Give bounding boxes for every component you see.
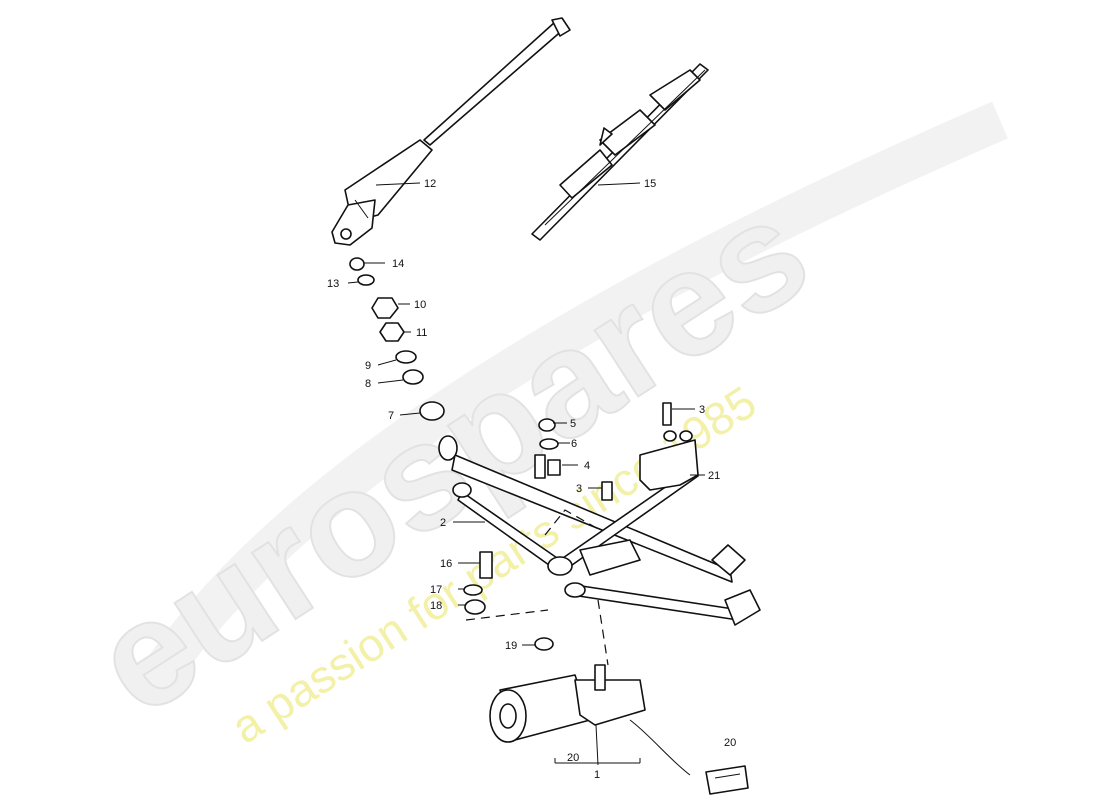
callout-8: 8 xyxy=(365,378,371,390)
callout-5: 5 xyxy=(570,418,576,430)
callout-20-connector: 20 xyxy=(724,737,736,749)
callout-1: 1 xyxy=(594,769,600,781)
washer-6 xyxy=(539,438,559,450)
callout-3-upper: 3 xyxy=(699,404,705,416)
callout-9: 9 xyxy=(365,360,371,372)
washer-17 xyxy=(463,584,483,596)
nut-14 xyxy=(349,257,365,271)
callout-2: 2 xyxy=(440,517,446,529)
nut-11 xyxy=(379,322,405,342)
wiper-blade xyxy=(531,63,709,241)
wiper-arm xyxy=(331,17,571,246)
leader-lines xyxy=(347,182,705,766)
callout-12: 12 xyxy=(424,178,436,190)
callout-20-motor: 20 xyxy=(567,752,579,764)
wiper-motor xyxy=(489,664,691,776)
wiper-linkage xyxy=(438,435,761,626)
callout-15: 15 xyxy=(644,178,656,190)
grommet-7 xyxy=(419,401,445,421)
washer-9 xyxy=(395,350,417,364)
alignment-lines xyxy=(465,509,609,666)
bushing-18 xyxy=(464,599,486,615)
callout-6: 6 xyxy=(571,438,577,450)
pivot-stud-4 xyxy=(534,454,561,479)
callout-7: 7 xyxy=(388,410,394,422)
bracket-21 xyxy=(639,430,699,491)
callout-4: 4 xyxy=(584,460,590,472)
washer-19 xyxy=(534,637,554,651)
callout-18: 18 xyxy=(430,600,442,612)
bushing-8 xyxy=(402,369,424,385)
callout-11: 11 xyxy=(416,327,427,339)
callouts: 12 15 14 13 10 11 9 8 7 5 6 4 3 3 21 2 1… xyxy=(327,178,736,781)
screw-3-upper xyxy=(662,402,672,426)
callout-19: 19 xyxy=(505,640,517,652)
callout-16: 16 xyxy=(440,558,452,570)
nut-5 xyxy=(538,418,556,432)
callout-3-lower: 3 xyxy=(576,483,582,495)
bolt-16 xyxy=(479,551,493,579)
connector-20 xyxy=(705,765,749,795)
cap-10 xyxy=(371,297,399,319)
callout-14: 14 xyxy=(392,258,404,270)
callout-17: 17 xyxy=(430,584,442,596)
callout-10: 10 xyxy=(414,299,426,311)
watermark: eurospares a passion for parts since 198… xyxy=(65,101,1008,753)
callout-21: 21 xyxy=(708,470,720,482)
washer-13 xyxy=(357,274,375,286)
callout-13: 13 xyxy=(327,278,339,290)
screw-3-lower xyxy=(601,481,613,501)
